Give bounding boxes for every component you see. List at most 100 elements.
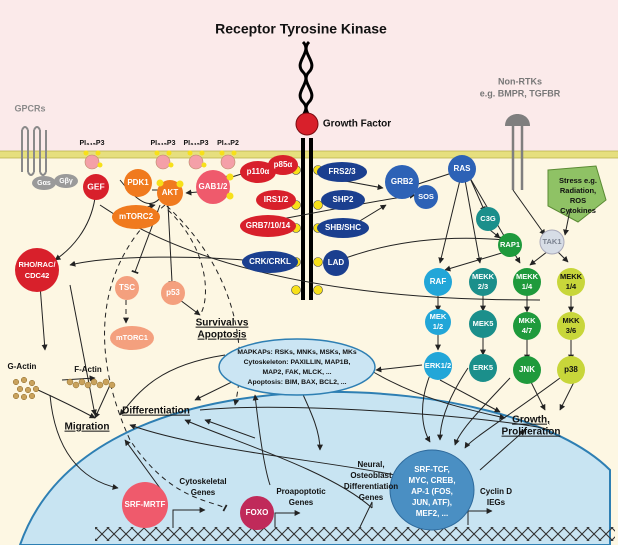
svg-text:Genes: Genes [191,488,216,497]
svg-text:MEKK: MEKK [516,272,539,281]
survival-apoptosis-label: Survival vs [196,318,249,329]
node-tak1: TAK1 [539,229,565,255]
g-alpha-s [32,176,56,190]
node-c3g: C3G [476,207,500,231]
svg-text:AKT: AKT [162,188,179,197]
svg-text:MKK: MKK [562,316,580,325]
differentiation-label: Differentiation [122,406,190,417]
svg-text:PI₃₄₅P3: PI₃₄₅P3 [80,140,105,147]
svg-text:GAB1/2: GAB1/2 [199,182,228,191]
node-mtorc2: mTORC2 [112,205,160,229]
svg-text:TAK1: TAK1 [542,237,561,246]
node-gab12: GAB1/2 [196,170,234,204]
node-mkk36: MKK 3/6 [557,312,585,340]
svg-text:3/6: 3/6 [566,326,576,335]
node-p85a: p85α [268,155,298,175]
svg-text:RAS: RAS [454,164,472,173]
svg-text:PI₃₄P2: PI₃₄P2 [217,140,239,147]
svg-text:p110α: p110α [247,167,270,176]
node-mek5: MEK5 [469,310,497,338]
svg-text:ERK1/2: ERK1/2 [425,361,451,370]
svg-text:TSC: TSC [119,283,135,292]
svg-text:1/4: 1/4 [522,282,533,291]
svg-text:2/3: 2/3 [478,282,488,291]
svg-text:mTORC2: mTORC2 [119,212,154,221]
node-p53: p53 [161,281,185,305]
svg-text:MEKK: MEKK [472,272,495,281]
svg-text:FOXO: FOXO [246,508,269,517]
node-mkk47: MKK 4/7 [513,312,541,340]
mapkaps-substrates: MAPKAPs: RSKs, MNKs, MSKs, MKs Cytoskele… [218,338,376,396]
node-mekk14b: MEKK 1/4 [557,268,585,296]
node-mek12: MEK 1/2 [425,309,451,335]
svg-text:MEF2, ...: MEF2, ... [416,509,448,518]
node-mekk23: MEKK 2/3 [469,268,497,296]
node-erk12: ERK1/2 [424,352,452,380]
cytoskeletal-genes-label: Cytoskeletal [179,477,226,486]
svg-text:MAP2, FAK, MLCK, ...: MAP2, FAK, MLCK, ... [262,369,331,376]
svg-text:MKK: MKK [518,316,536,325]
node-shp2: SHP2 [321,190,365,210]
svg-text:IEGs: IEGs [487,498,506,507]
svg-text:Gβγ: Gβγ [59,178,73,185]
node-rap1: RAP1 [498,233,522,257]
non-rtks-example: e.g. BMPR, TGFBR [480,88,561,98]
svg-text:Gαs: Gαs [37,180,51,187]
gpcrs-label: GPCRs [14,103,45,113]
pip2-lipid [219,150,237,170]
svg-text:LAD: LAD [328,258,345,267]
svg-text:1/4: 1/4 [566,282,577,291]
svg-text:RAF: RAF [430,277,447,286]
svg-text:Cytokines: Cytokines [560,206,596,215]
node-frs23: FRS2/3 [317,162,367,182]
pip-lipid-a [83,150,103,170]
node-irs12: IRS1/2 [256,190,296,210]
svg-text:AP-1 (FOS,: AP-1 (FOS, [411,487,453,496]
growth-factor-ligand [295,112,319,136]
node-jnk: JNK [513,356,541,384]
svg-text:SHP2: SHP2 [333,195,354,204]
node-sos: SOS [414,185,438,209]
svg-text:C3G: C3G [480,214,496,223]
neural-genes-label: Neural, [357,460,384,469]
cyclin-d-label: Cyclin D [480,487,512,496]
node-transcription-factors: SRF-TCF, MYC, CREB, AP-1 (FOS, JUN, ATF)… [389,449,475,531]
svg-text:IRS1/2: IRS1/2 [264,195,289,204]
svg-text:PI₃₄₅P3: PI₃₄₅P3 [151,140,176,147]
f-actin-filament [66,378,116,389]
svg-text:Apoptosis: Apoptosis [198,330,247,341]
svg-text:Differentiation: Differentiation [344,482,398,491]
gpcr-receptor [21,126,47,176]
pip-lipid-b [154,150,174,170]
svg-text:RHO/RAC/: RHO/RAC/ [18,260,56,269]
svg-text:PDK1: PDK1 [127,178,149,187]
svg-text:Genes: Genes [359,493,384,502]
svg-text:SOS: SOS [418,192,434,201]
f-actin-label: F-Actin [74,365,102,374]
dna-strand [95,527,615,541]
node-shb: SHB/SHC [317,218,369,238]
svg-text:JNK: JNK [519,365,535,374]
svg-text:JUN, ATF),: JUN, ATF), [412,498,452,507]
svg-text:p85α: p85α [274,160,293,169]
g-actin-label: G-Actin [8,362,37,371]
title: Receptor Tyrosine Kinase [215,21,387,37]
node-erk5: ERK5 [469,354,497,382]
svg-text:mTORC1: mTORC1 [116,333,148,342]
node-mekk14a: MEKK 1/4 [513,268,541,296]
node-srf-mrtf: SRF-MRTF [122,482,168,528]
svg-text:MYC, CREB,: MYC, CREB, [408,476,455,485]
migration-label: Migration [65,422,110,433]
svg-text:4/7: 4/7 [522,326,532,335]
svg-text:ERK5: ERK5 [473,363,493,372]
svg-text:GEF: GEF [87,181,104,191]
svg-text:RAP1: RAP1 [500,240,520,249]
svg-text:Proliferation: Proliferation [502,427,561,438]
svg-text:Osteoblast: Osteoblast [350,471,392,480]
node-p38: p38 [557,356,585,384]
svg-text:Radiation,: Radiation, [560,186,596,195]
svg-text:GRB7/10/14: GRB7/10/14 [246,221,291,230]
g-beta-gamma [54,174,78,188]
node-raf: RAF [424,268,452,296]
